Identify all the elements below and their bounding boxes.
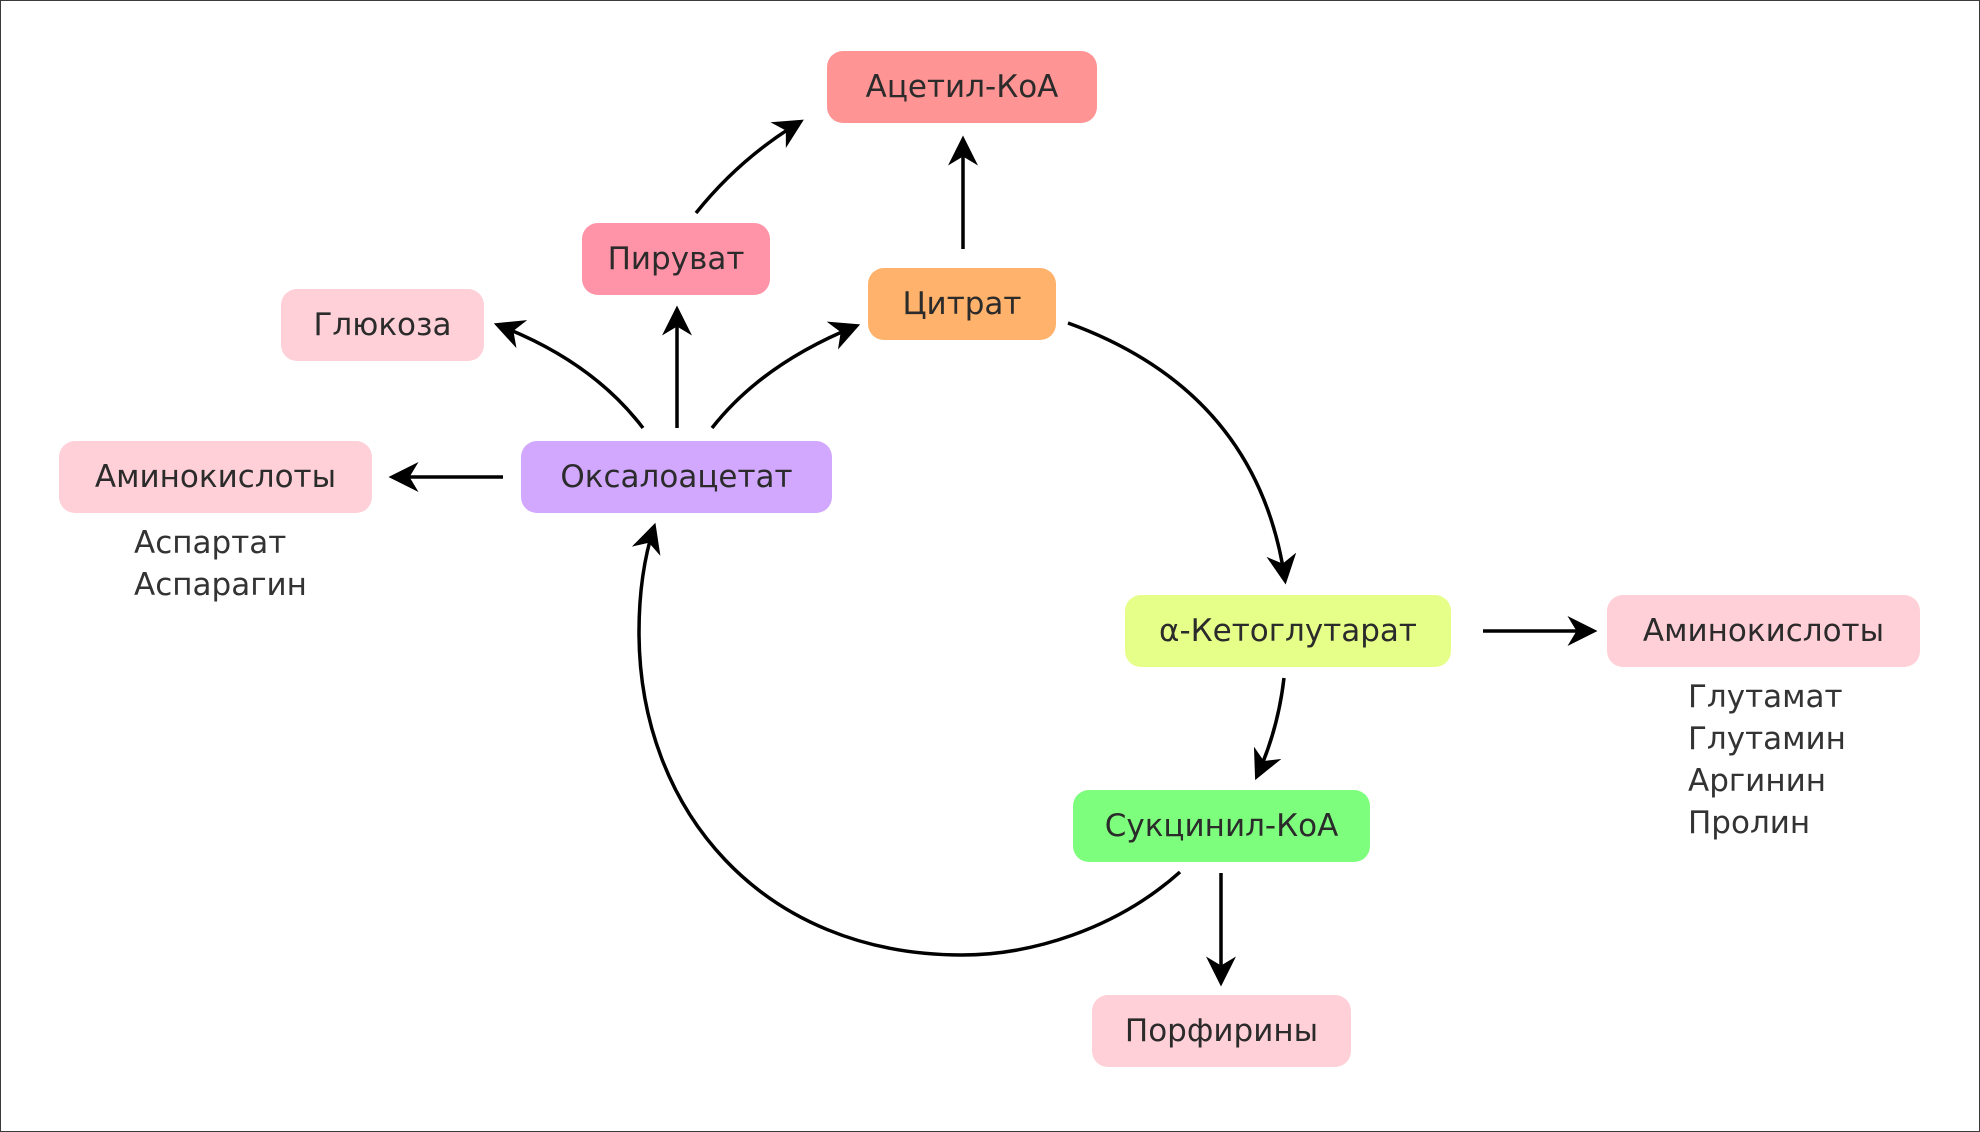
node-glucose: Глюкоза [281,289,484,361]
node-amino-acids-left-label: Аминокислоты [94,459,337,495]
node-porphyrins-label: Порфирины [1124,1013,1319,1049]
list-item: Глутамин [1688,721,1846,757]
node-amino-acids-left: Аминокислоты [59,441,372,513]
node-acetyl-coa: Ацетил-КоА [827,51,1097,123]
list-item: Аспартат [134,525,287,561]
list-item: Аргинин [1688,763,1827,799]
node-amino-acids-right: Аминокислоты [1607,595,1920,667]
node-porphyrins: Порфирины [1092,995,1351,1067]
node-pyruvate-label: Пируват [607,241,745,277]
arrow-citrate-to-ketoglutarate [1067,321,1297,585]
node-acetyl-coa-label: Ацетил-КоА [865,69,1059,105]
list-item: Аспарагин [134,567,307,603]
arrow-ketoglutarate-to-succinylcoa [1253,677,1286,781]
list-item: Глутамат [1688,679,1843,715]
arrow-oxaloacetate-to-glucose [493,320,645,430]
node-alpha-ketoglutarate-label: α-Кетоглутарат [1159,613,1417,649]
glutamate-family-list: Глутамат Глутамин Аргинин Пролин [1688,676,1846,844]
node-oxaloacetate-label: Оксалоацетат [560,459,793,495]
arrow-succinylcoa-to-oxaloacetate [631,522,1182,957]
arrow-oxaloacetate-to-citrate [710,321,861,430]
node-citrate-label: Цитрат [902,286,1022,322]
node-succinyl-coa: Сукцинил-КоА [1073,790,1370,862]
node-citrate: Цитрат [868,268,1056,340]
list-item: Пролин [1688,805,1811,841]
arrow-pyruvate-to-acetylcoa [694,119,804,215]
node-succinyl-coa-label: Сукцинил-КоА [1104,808,1339,844]
node-glucose-label: Глюкоза [313,307,452,343]
node-pyruvate: Пируват [582,223,770,295]
node-amino-acids-right-label: Аминокислоты [1642,613,1885,649]
node-oxaloacetate: Оксалоацетат [521,441,832,513]
aspartate-family-list: Аспартат Аспарагин [134,522,307,606]
node-alpha-ketoglutarate: α-Кетоглутарат [1125,595,1451,667]
